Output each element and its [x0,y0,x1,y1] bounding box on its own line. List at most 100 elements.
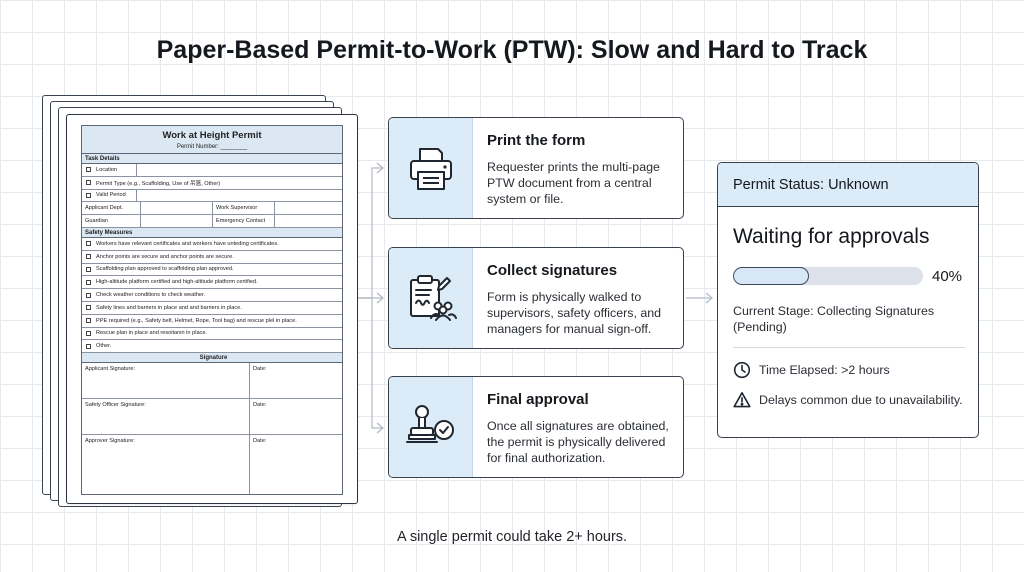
clipboard-signature-icon [409,275,457,321]
delay-warning-row: Delays common due to unavailability. [733,391,963,409]
safety-measure-row: Anchor points are secure and anchor poin… [82,251,342,264]
safety-measure-row: Workers have relevant certificates and w… [82,238,342,251]
task-row-label: Permit Type (e.g., Scaffolding, Use of 吊… [96,180,221,187]
safety-measure-label: Safety lines and barriers in place and a… [96,304,242,311]
safety-measures-list: Workers have relevant certificates and w… [82,238,342,354]
time-elapsed-text: Time Elapsed: >2 hours [759,363,890,377]
arrowhead-print [376,162,384,174]
step-title-print: Print the form [487,132,586,149]
permit-number-field: Permit Number: ________ [176,144,248,150]
safety-measure-row: PPE required (e.g., Safety belt, Helmet,… [82,315,342,328]
task-row: Valid Period [82,189,342,203]
footnote: A single permit could take 2+ hours. [396,529,628,545]
guardian-field [140,215,212,227]
progress-percent: 40% [932,268,963,285]
step-card-final: Final approval Once all signatures are o… [388,376,684,478]
applicant-dept-label: Applicant Dept. [85,205,123,212]
checkbox-icon [86,180,91,186]
signature-label: Safety Officer Signature: [82,399,250,435]
safety-measure-row: Scaffolding plan approved to scaffolding… [82,264,342,277]
guardian-row: Guardian Emergency Contact [82,215,342,228]
task-row-label: Valid Period [96,192,126,199]
signature-header: Signature [82,353,342,364]
step-title-final: Final approval [487,391,589,408]
signature-row: Safety Officer Signature:Date: [82,399,342,436]
checkbox-icon [86,167,91,173]
work-supervisor-label: Work Supervisor [212,202,274,215]
safety-measures-header: Safety Measures [82,227,342,238]
checkbox-icon [86,318,91,324]
connector-to-final [358,297,382,429]
task-details-header: Task Details [82,154,342,164]
clock-icon [733,361,751,379]
time-elapsed-row: Time Elapsed: >2 hours [733,361,890,379]
arrowhead-status [705,292,713,304]
approval-progress-fill [733,267,809,285]
checkbox-icon [86,241,91,247]
signature-label: Approver Signature: [82,435,250,494]
arrowhead-collect [376,292,384,304]
task-row-label: Location [96,166,118,173]
emergency-contact-field [274,215,342,227]
signature-row: Approver Signature:Date: [82,435,342,494]
arrowhead-final [376,422,384,434]
step-title-collect: Collect signatures [487,262,618,279]
safety-measure-label: Anchor points are secure and anchor poin… [96,253,234,260]
form-header: Work at Height Permit Permit Number: ___… [82,126,342,154]
connector-to-print [358,167,382,299]
safety-measure-row: Rescue plan in place and resoitanin in p… [82,328,342,341]
status-main-text: Waiting for approvals [733,225,930,248]
printer-icon [409,148,452,190]
permit-status-panel: Permit Status: Unknown Waiting for appro… [717,162,979,438]
checkbox-icon [86,292,91,298]
permit-form: Work at Height Permit Permit Number: ___… [81,125,343,495]
safety-measure-label: Rescue plan in place and resoitanin in p… [96,330,208,337]
safety-measure-label: Workers have relevant certificates and w… [96,240,279,247]
checkbox-icon [86,192,91,198]
form-title: Work at Height Permit [162,130,262,141]
signature-rows: Applicant Signature:Date:Safety Officer … [82,363,342,494]
safety-measure-label: PPE required (e.g., Safety belt, Helmet,… [96,317,297,324]
safety-measure-label: Scaffolding plan approved to scaffolding… [96,266,234,273]
step-desc-final: Once all signatures are obtained, the pe… [487,419,669,465]
signature-row: Applicant Signature:Date: [82,363,342,400]
work-supervisor-field [274,202,342,215]
signature-date-label: Date: [253,402,267,409]
checkbox-icon [86,266,91,272]
safety-measure-row: Check weather conditions to check weathe… [82,289,342,302]
safety-measure-label: Other. [96,343,112,350]
step-card-collect: Collect signatures Form is physically wa… [388,247,684,349]
signature-label: Applicant Signature: [82,363,250,399]
page-title: Paper-Based Permit-to-Work (PTW): Slow a… [156,36,868,64]
safety-measure-label: Check weather conditions to check weathe… [96,292,206,299]
guardian-label: Guardian [85,218,109,225]
current-stage-text: Current Stage: Collecting Signatures (Pe… [733,304,935,334]
status-header: Permit Status: Unknown [718,163,978,207]
task-row-field [136,189,342,202]
safety-measure-row: Safety lines and barriers in place and a… [82,302,342,315]
safety-measure-row: Other. [82,340,342,354]
step-card-print: Print the form Requester prints the mult… [388,117,684,219]
task-row-field [136,164,342,176]
checkbox-icon [86,254,91,260]
approval-progress-bar [733,267,923,285]
warning-icon [733,392,751,408]
signature-date-label: Date: [253,366,267,373]
task-row: Location [82,164,342,177]
checkbox-icon [86,330,91,336]
task-row: Permit Type (e.g., Scaffolding, Use of 吊… [82,177,342,190]
delay-warning-text: Delays common due to unavailability. [759,393,963,407]
applicant-dept-field [140,202,212,215]
safety-measure-label: High-altitude platform certified and hig… [96,279,258,286]
emergency-contact-label: Emergency Contact [212,215,274,227]
step-desc-print: Requester prints the multi-page PTW docu… [487,160,660,206]
permit-form-sheet: Work at Height Permit Permit Number: ___… [66,114,358,504]
checkbox-icon [86,343,91,349]
checkbox-icon [86,305,91,311]
step-desc-collect: Form is physically walked to supervisors… [487,290,662,336]
dept-row: Applicant Dept. Work Supervisor [82,202,342,216]
checkbox-icon [86,279,91,285]
signature-date-label: Date: [253,438,267,445]
